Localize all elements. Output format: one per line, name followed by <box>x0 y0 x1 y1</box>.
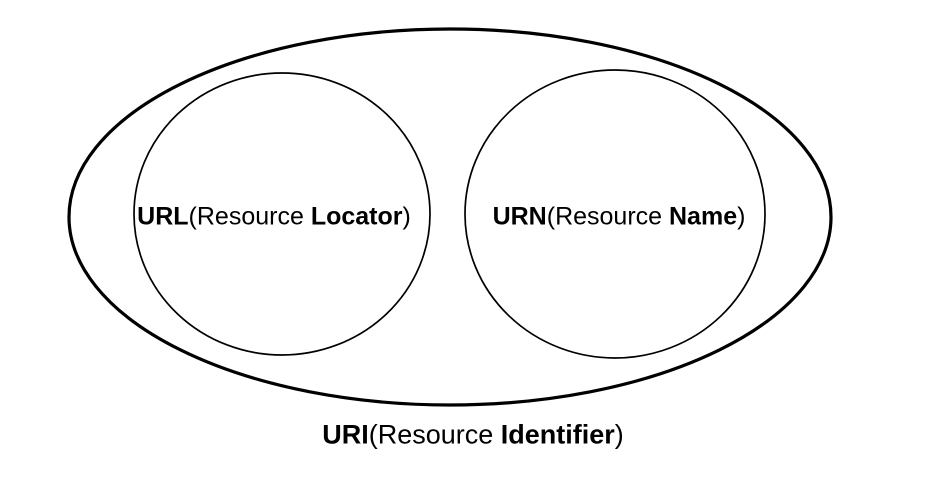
urn-keyword: Name <box>669 202 738 231</box>
uri-keyword: Identifier <box>500 419 615 450</box>
url-keyword: Locator <box>310 202 403 231</box>
urn-paren-close: ) <box>737 202 746 231</box>
url-circle-label: URL(Resource Locator) <box>137 203 411 232</box>
url-acronym: URL <box>137 202 189 231</box>
url-paren-close: ) <box>402 202 411 231</box>
url-paren-open-text: (Resource <box>188 202 311 231</box>
urn-circle-outline <box>464 69 766 359</box>
uri-ellipse-outline <box>67 27 833 407</box>
urn-paren-open-text: (Resource <box>546 202 670 231</box>
uri-paren-close: ) <box>614 419 624 450</box>
uri-acronym: URI <box>322 419 369 450</box>
url-circle-outline <box>133 72 431 356</box>
urn-circle-label: URN(Resource Name) <box>493 203 746 232</box>
uri-ellipse-label: URI(Resource Identifier) <box>322 420 624 451</box>
urn-acronym: URN <box>492 202 547 231</box>
uri-paren-open-text: (Resource <box>368 419 501 450</box>
